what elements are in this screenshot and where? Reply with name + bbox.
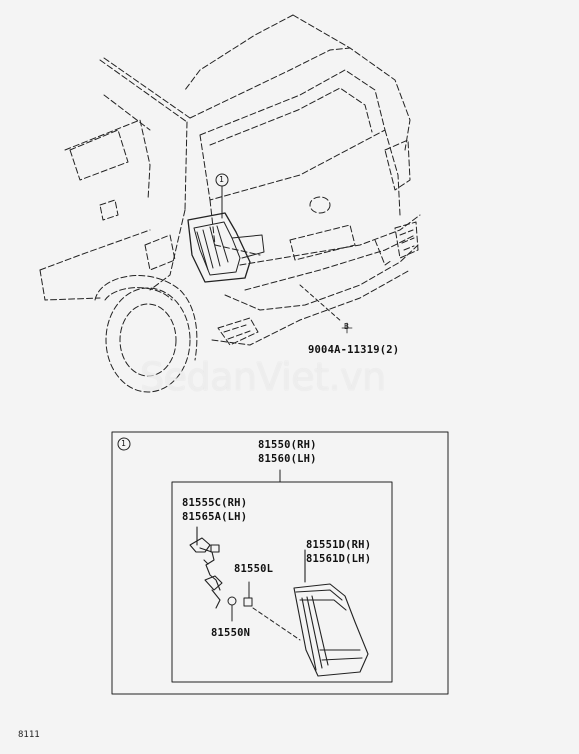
assembly-lh-label: 81560(LH) <box>258 453 317 465</box>
bulb-81550l <box>243 581 253 607</box>
assembly-dash <box>252 607 301 641</box>
callout-1-number: 1 <box>219 175 225 184</box>
detail-outer-box <box>111 431 449 695</box>
watermark: SedanViet.vn <box>140 355 386 399</box>
clip-ref-label: B <box>344 322 350 331</box>
car-body-outline <box>39 14 421 361</box>
lens-lh-label: 81561D(LH) <box>306 553 372 565</box>
bulb-n-label: 81550N <box>211 627 251 639</box>
assembly-rh-label: 81550(RH) <box>258 439 317 451</box>
lens-unit <box>293 549 369 677</box>
bulb-81550n <box>227 596 237 622</box>
socket-rh-label: 81555C(RH) <box>182 497 248 509</box>
socket-lh-label: 81565A(LH) <box>182 511 248 523</box>
clip-part-number: 9004A-11319(2) <box>308 344 400 356</box>
detail-inner-box <box>171 481 393 683</box>
detail-callout-number: 1 <box>121 439 127 448</box>
clip-b-marker <box>299 284 353 334</box>
detail-callout-circle <box>117 437 131 451</box>
page-code: 8111 <box>18 730 40 740</box>
bulb-l-label: 81550L <box>234 563 274 575</box>
socket-harness <box>189 526 223 609</box>
taillight-on-car <box>187 212 265 283</box>
callout-1-marker <box>215 173 229 219</box>
lens-rh-label: 81551D(RH) <box>306 539 372 551</box>
rear-wheel <box>105 287 191 393</box>
